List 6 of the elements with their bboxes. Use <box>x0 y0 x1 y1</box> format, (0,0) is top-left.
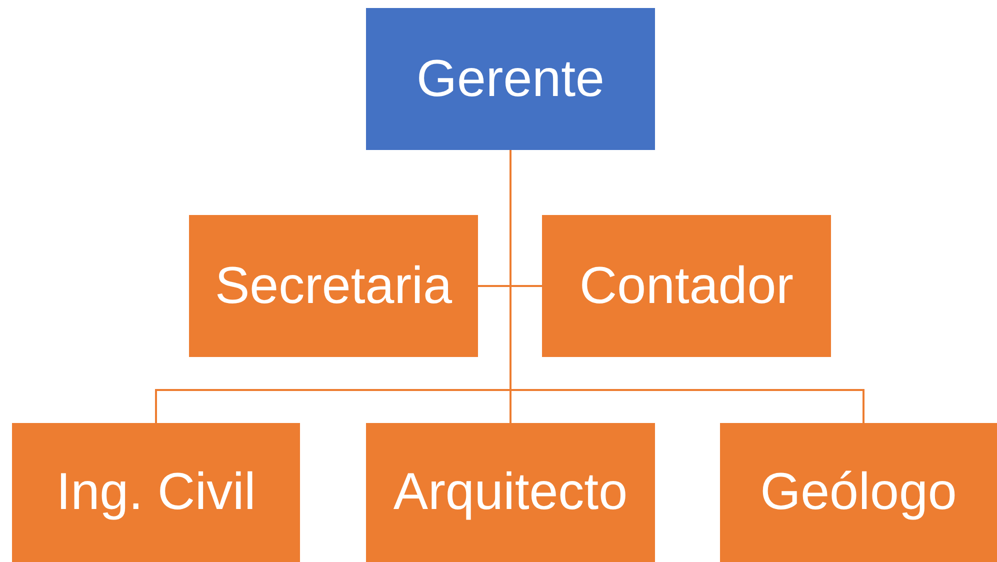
org-box: Secretaria <box>189 215 478 357</box>
org-box: Contador <box>542 215 831 357</box>
org-box: Geólogo <box>720 423 997 562</box>
org-box: Arquitecto <box>366 423 655 562</box>
org-box: Gerente <box>366 8 655 150</box>
org-box: Ing. Civil <box>12 423 300 562</box>
